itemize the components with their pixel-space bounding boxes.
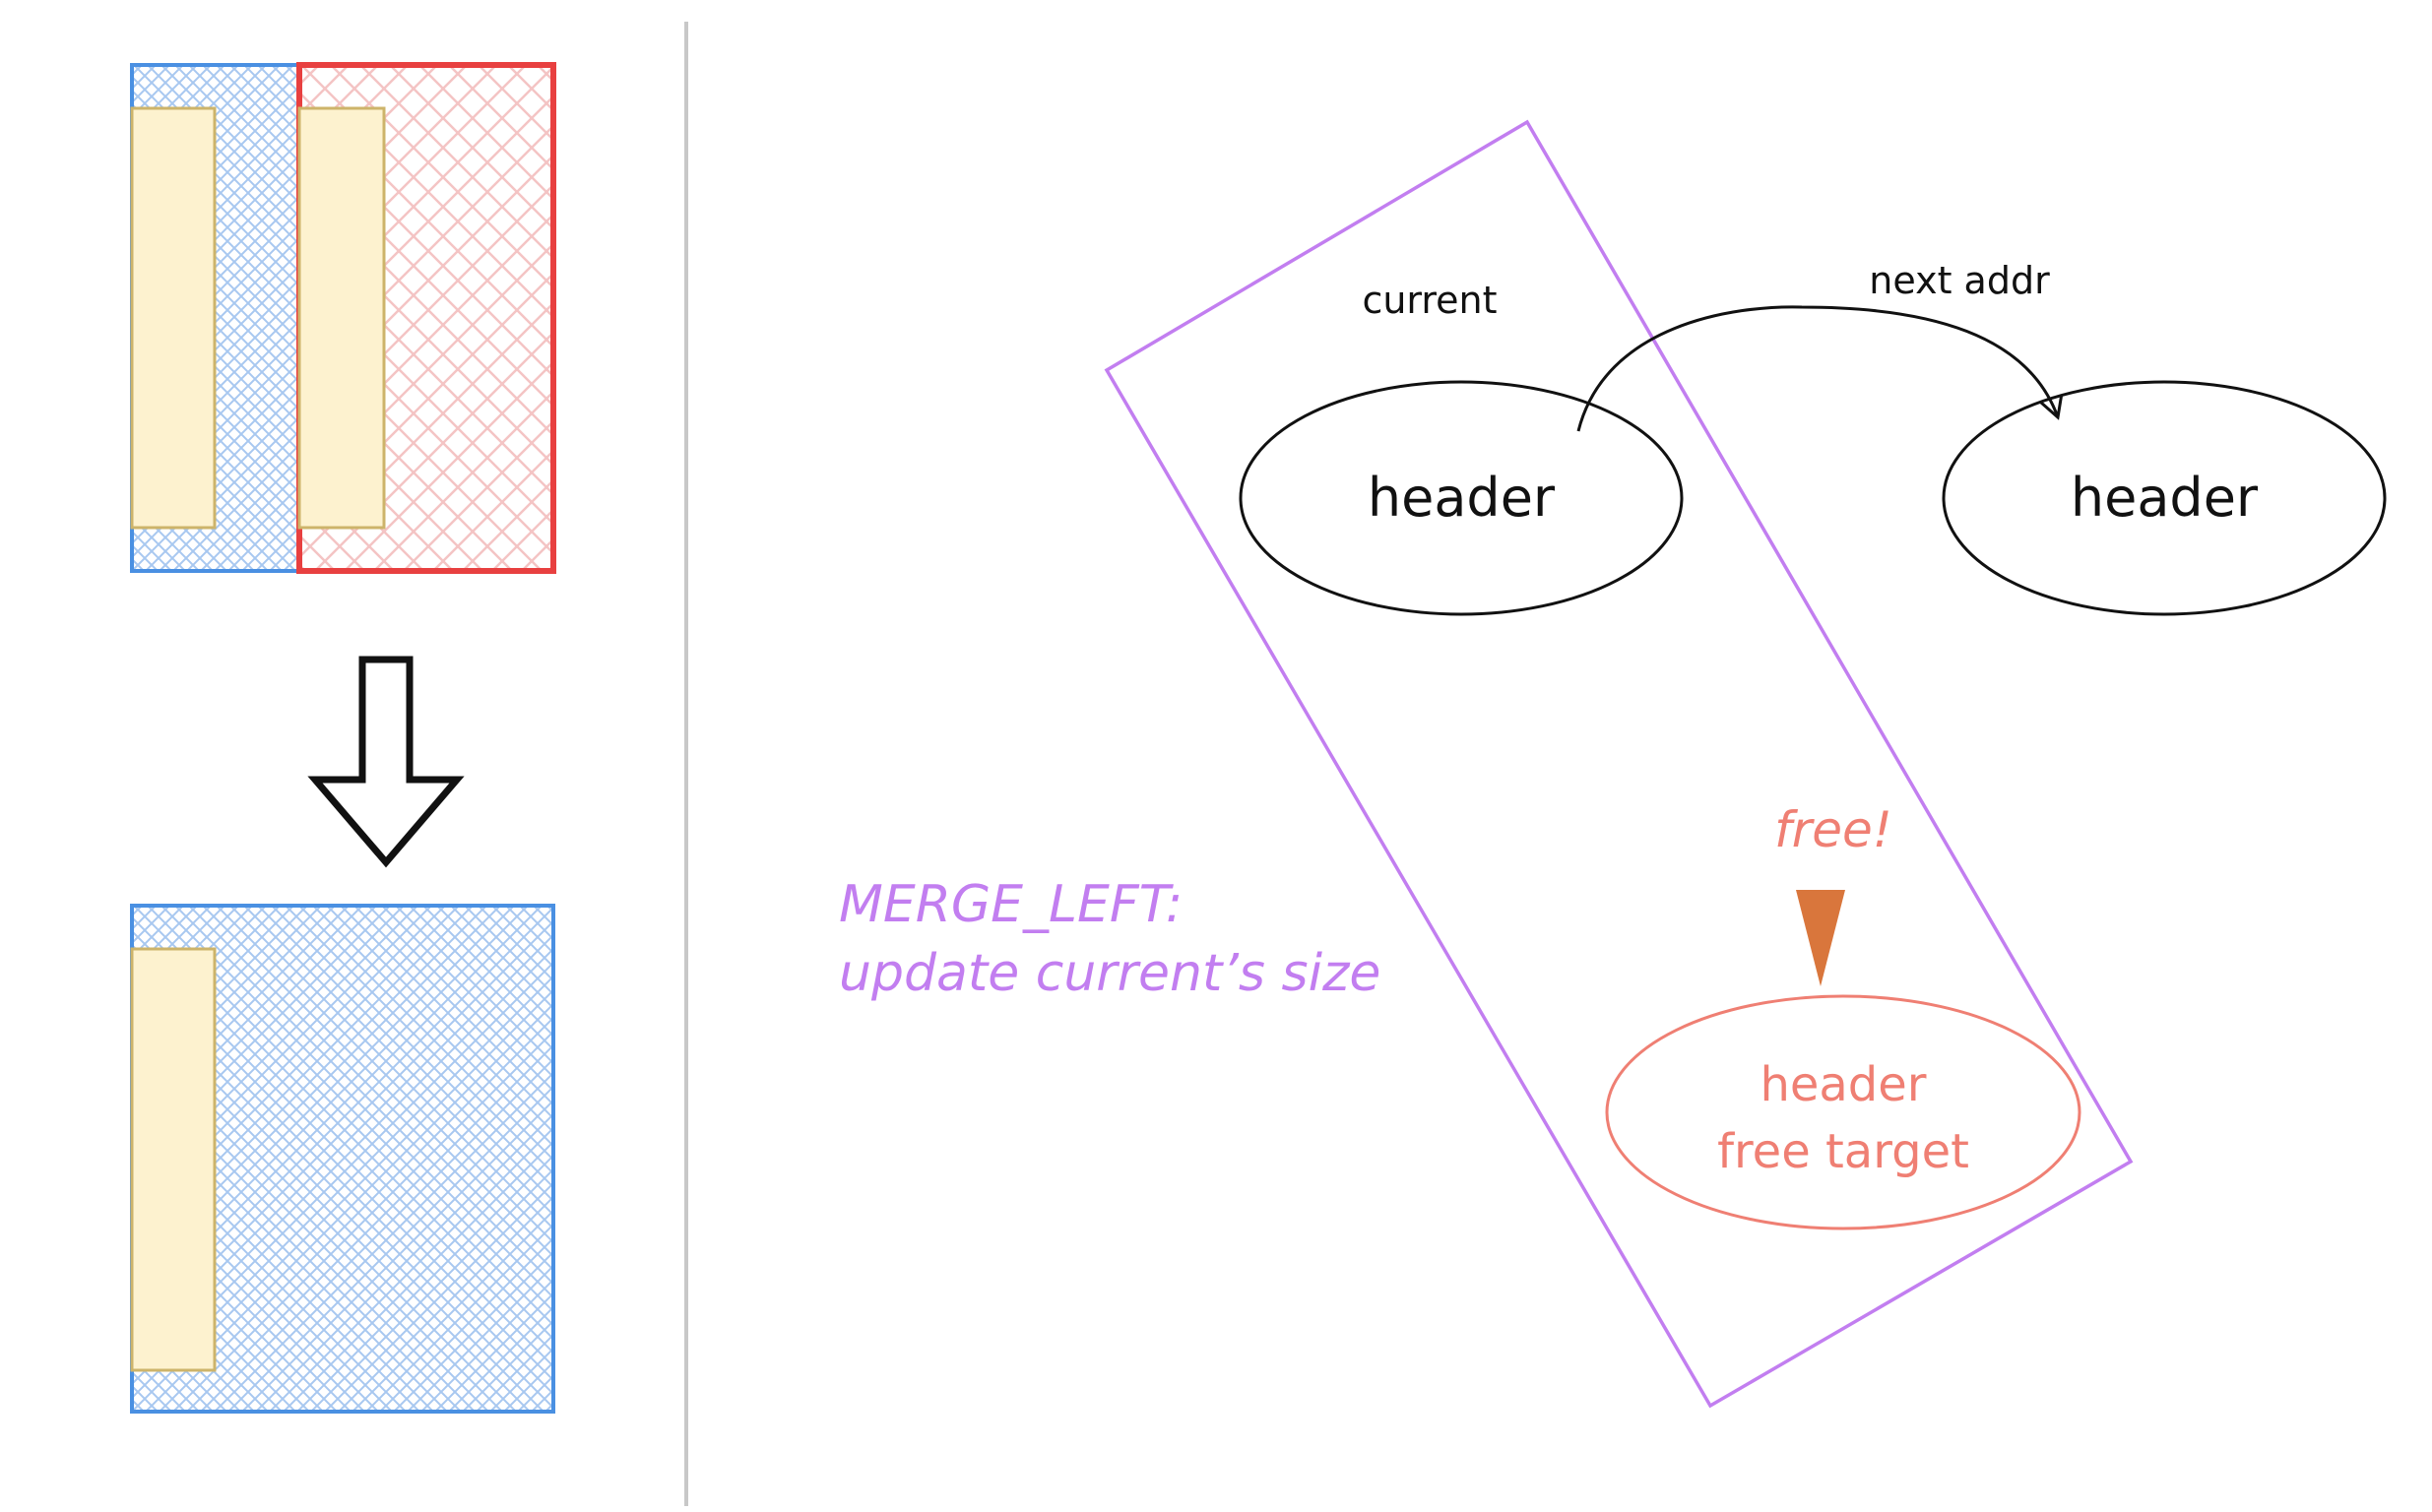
current-region-outline (1104, 119, 2134, 1409)
current-header-label: header (1368, 467, 1556, 529)
current-header-node: header (1239, 380, 1684, 616)
next-header-label: header (2071, 467, 2259, 529)
merge-left-title: MERGE_LEFT: (839, 875, 1183, 934)
current-label: current (1362, 279, 1497, 322)
next-header-node: header (1942, 380, 2387, 616)
down-arrow-icon (307, 656, 465, 868)
free-target-line2: free target (1717, 1124, 1969, 1179)
next-addr-label: next addr (1869, 259, 2050, 302)
after-blocks (130, 904, 555, 1414)
merged-header-strip (130, 947, 217, 1372)
next-addr-arrow (1576, 305, 2064, 432)
free-pointer-icon (1796, 890, 1845, 986)
free-target-node: header free target (1605, 994, 2081, 1230)
merge-left-description: update current’s size (839, 944, 1380, 1003)
free-label: free! (1774, 801, 1892, 858)
blue-header-strip (130, 106, 217, 530)
red-header-strip (297, 106, 386, 530)
free-target-line1: header (1760, 1057, 1926, 1112)
before-blocks (130, 62, 556, 574)
